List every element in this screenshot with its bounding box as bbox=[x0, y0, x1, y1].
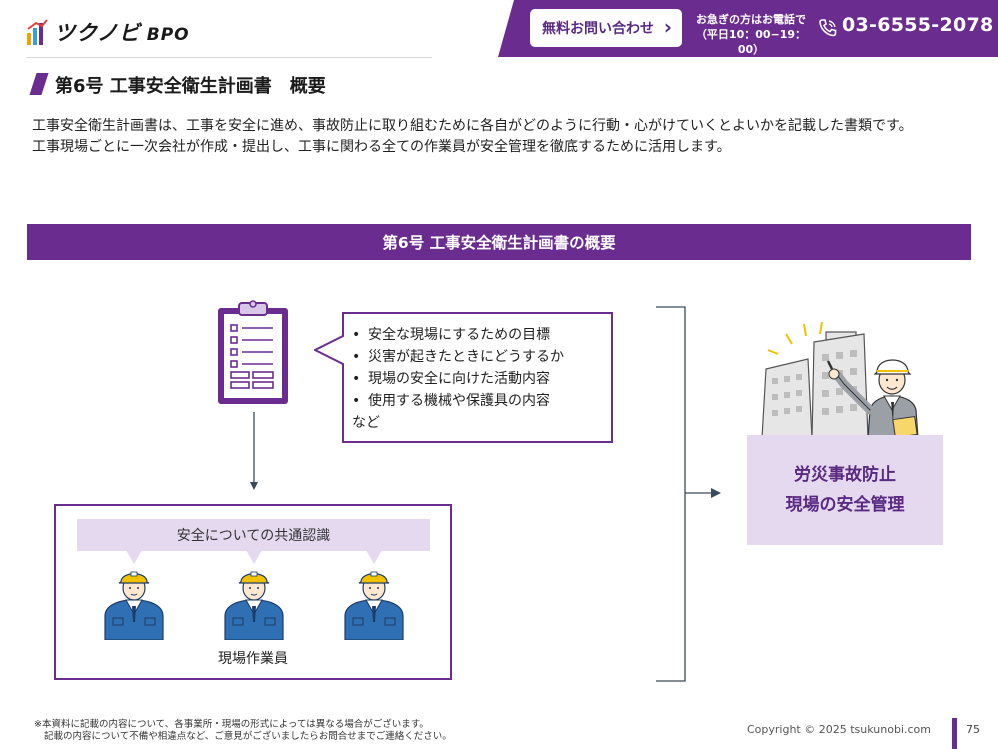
footnote-line2: 記載の内容について不備や相違点など、ご意見がございましたらお問合せまでご連絡くだ… bbox=[44, 731, 452, 742]
workers-label: 現場作業員 bbox=[218, 651, 288, 667]
phone-icon bbox=[819, 19, 837, 37]
intro-text: 工事安全衛生計画書は、工事を安全に進め、事故防止に取り組むために各自がどのように… bbox=[32, 116, 972, 158]
footnote: ※本資料に記載の内容について、各事業所・現場の形式によっては異なる場合がございま… bbox=[34, 719, 452, 743]
clipboard-icon bbox=[218, 300, 288, 404]
result-line2: 現場の安全管理 bbox=[785, 495, 905, 515]
result-box: 労災事故防止 現場の安全管理 bbox=[747, 435, 943, 545]
shared-awareness-label: 安全についての共通認識 bbox=[77, 519, 430, 551]
title-accent bbox=[29, 73, 49, 95]
list-item: 災害が起きたときにどうするか bbox=[352, 346, 607, 368]
worker-icon bbox=[344, 571, 404, 640]
copyright: Copyright © 2025 tsukunobi.com bbox=[747, 723, 931, 736]
list-item: 安全な現場にするための目標 bbox=[352, 324, 607, 346]
phone-hours-line1: お急ぎの方はお電話で bbox=[696, 13, 806, 26]
logo-mark-icon bbox=[27, 19, 48, 45]
result-line1: 労災事故防止 bbox=[794, 465, 896, 485]
worker-icon bbox=[224, 571, 284, 640]
contact-button-label: 無料お問い合わせ bbox=[542, 21, 654, 37]
phone-number[interactable]: 03-6555-2078 bbox=[842, 14, 994, 36]
footnote-line1: ※本資料に記載の内容について、各事業所・現場の形式によっては異なる場合がございま… bbox=[34, 719, 429, 730]
bubble-tails bbox=[126, 550, 382, 564]
chevron-right-icon: › bbox=[663, 15, 672, 39]
page-number: 75 bbox=[966, 723, 980, 736]
arrow-down-icon bbox=[250, 412, 258, 490]
section-band: 第6号 工事安全衛生計画書の概要 bbox=[27, 224, 971, 260]
page-accent-bar bbox=[952, 718, 957, 749]
bubble-list: 安全な現場にするための目標 災害が起きたときにどうするか 現場の安全に向けた活動… bbox=[352, 324, 607, 434]
contact-button[interactable]: 無料お問い合わせ › bbox=[530, 9, 682, 47]
intro-line1: 工事安全衛生計画書は、工事を安全に進め、事故防止に取り組むために各自がどのように… bbox=[32, 118, 913, 134]
list-item: 使用する機械や保護具の内容 bbox=[352, 390, 607, 412]
bracket-arrow bbox=[656, 306, 721, 682]
building-worker-illustration bbox=[761, 321, 919, 438]
worker-icon bbox=[104, 571, 164, 640]
header-divider bbox=[26, 57, 432, 58]
list-item-etc: など bbox=[352, 415, 380, 431]
intro-line2: 工事現場ごとに一次会社が作成・提出し、工事に関わる全ての作業員が安全管理を徹底す… bbox=[32, 139, 731, 155]
page-title: 第6号 工事安全衛生計画書 概要 bbox=[55, 76, 326, 97]
phone-hours-line2: （平日10：00−19：00） bbox=[695, 28, 807, 56]
list-item: 現場の安全に向けた活動内容 bbox=[352, 368, 607, 390]
phone-hours: お急ぎの方はお電話で （平日10：00−19：00） bbox=[688, 12, 814, 57]
